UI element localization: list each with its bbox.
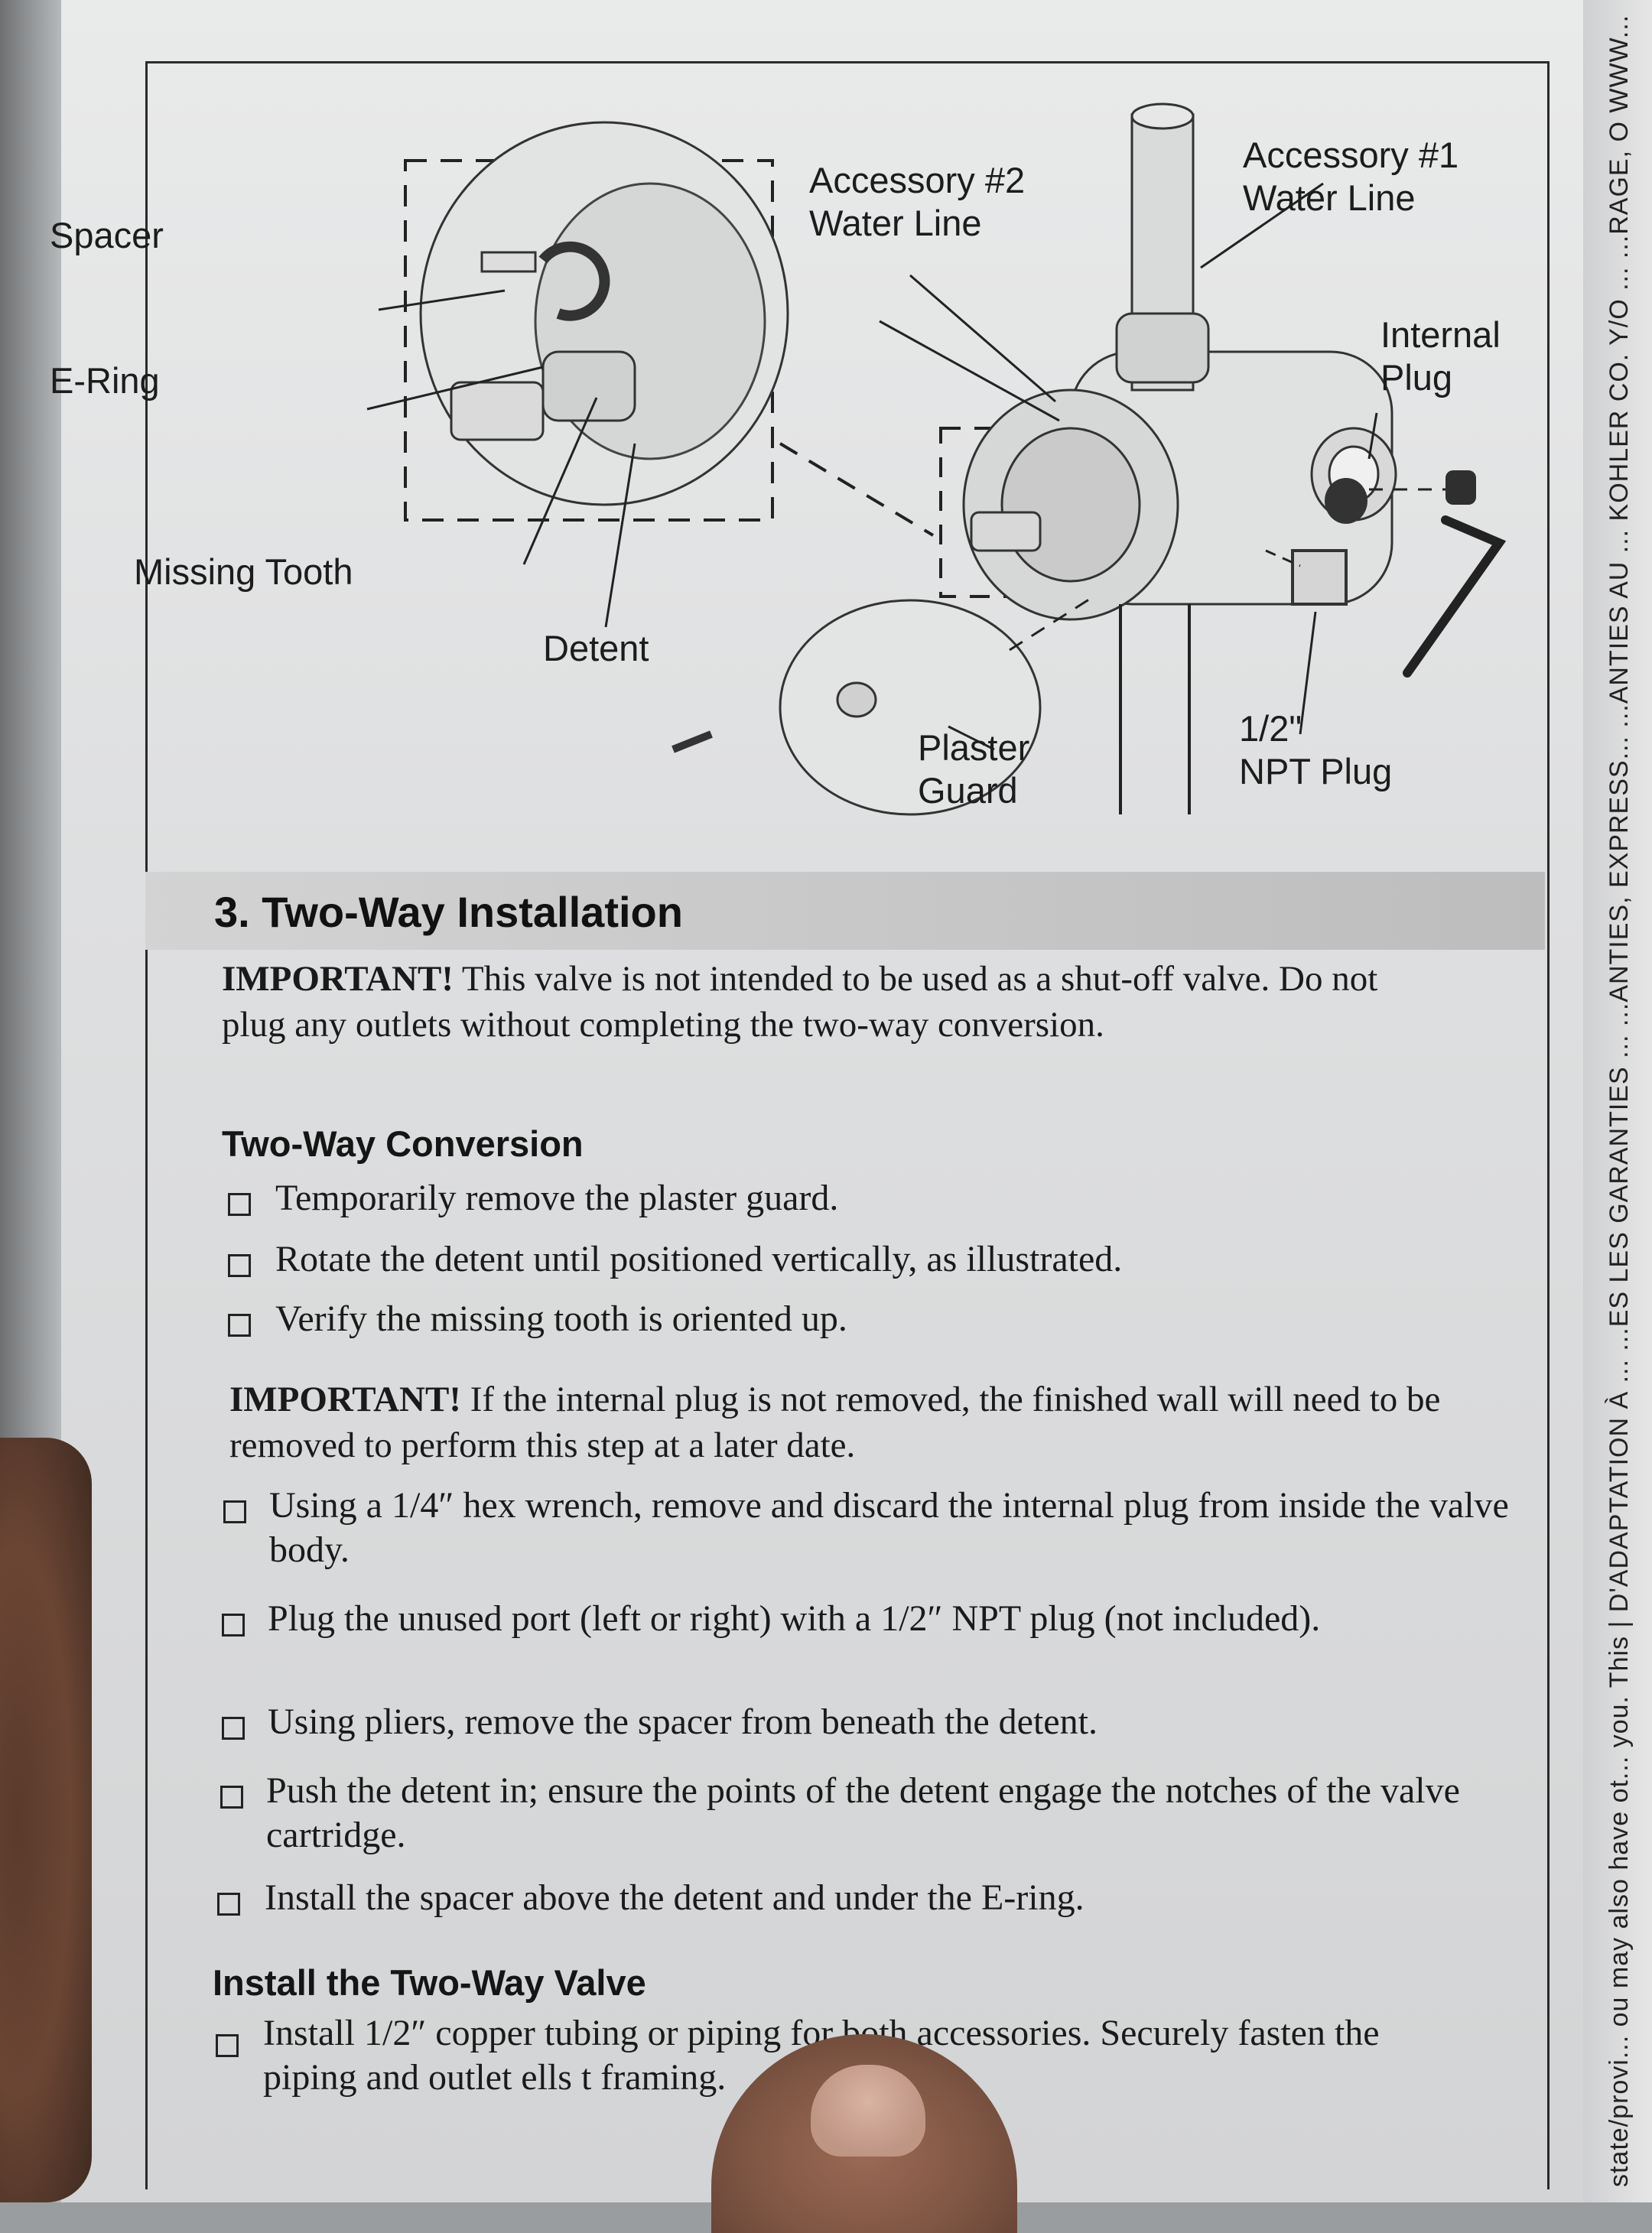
important-text-1: This valve is not intended to be used as… [222, 959, 1378, 1045]
important-note-2: IMPORTANT! If the internal plug is not r… [229, 1377, 1453, 1468]
detent-gear [541, 350, 636, 422]
step-remove-plaster-guard: Temporarily remove the plaster guard. [275, 1178, 839, 1218]
label-spacer: Spacer [50, 215, 164, 255]
label-e-ring: E-Ring [50, 360, 160, 401]
checkbox-step-1[interactable] [228, 1193, 251, 1216]
plaster-guard-part [779, 599, 1042, 816]
step-install-spacer: Install the spacer above the detent and … [265, 1877, 1085, 1918]
npt-plug-part [1291, 549, 1348, 606]
checkbox-step-4[interactable] [223, 1500, 246, 1523]
checkbox-step-5[interactable] [222, 1614, 245, 1637]
checkbox-install-step-1[interactable] [216, 2034, 239, 2057]
checkbox-step-2[interactable] [228, 1254, 251, 1277]
step-verify-tooth: Verify the missing tooth is oriented up. [275, 1299, 847, 1339]
label-missing-tooth: Missing Tooth [134, 551, 353, 592]
step-push-detent: Push the detent in; ensure the points of… [266, 1770, 1460, 1855]
internal-plug-part [1325, 478, 1367, 524]
valve-illustration [366, 102, 1507, 816]
heading-two-way-conversion: Two-Way Conversion [222, 1123, 584, 1164]
important-label-2: IMPORTANT! [229, 1380, 461, 1419]
important-label-1: IMPORTANT! [222, 959, 454, 999]
section-title: 3. Two-Way Installation [214, 888, 683, 936]
label-npt-plug: 1/2"NPT Plug [1239, 708, 1393, 791]
page-frame [145, 61, 1550, 2189]
checkbox-step-6[interactable] [222, 1717, 245, 1740]
spacer-part [538, 241, 610, 321]
hex-wrench [1403, 515, 1507, 678]
important-text-2: If the internal plug is not removed, the… [229, 1380, 1441, 1465]
important-note-1: IMPORTANT! This valve is not intended to… [222, 956, 1430, 1048]
checkbox-step-8[interactable] [217, 1893, 240, 1916]
spline-stem [450, 381, 545, 441]
label-detent: Detent [543, 628, 649, 668]
adjacent-page-text: state/provi... ou may also have ot... yo… [1605, 14, 1634, 2187]
heading-install-two-way-valve: Install the Two-Way Valve [213, 1962, 646, 2003]
step-remove-internal-plug: Using a 1/4″ hex wrench, remove and disc… [269, 1485, 1509, 1570]
adjacent-page-strip: state/provi... ou may also have ot... yo… [1583, 0, 1652, 2202]
step-rotate-detent: Rotate the detent until positioned verti… [275, 1239, 1123, 1279]
thumbnail [811, 2065, 925, 2157]
checkbox-step-7[interactable] [220, 1786, 243, 1809]
step-remove-spacer: Using pliers, remove the spacer from ben… [268, 1702, 1098, 1742]
left-finger [0, 1438, 92, 2202]
checkbox-step-3[interactable] [228, 1314, 251, 1337]
section-header-bar: 3. Two-Way Installation [145, 872, 1545, 950]
step-plug-unused-port: Plug the unused port (left or right) wit… [268, 1598, 1321, 1639]
